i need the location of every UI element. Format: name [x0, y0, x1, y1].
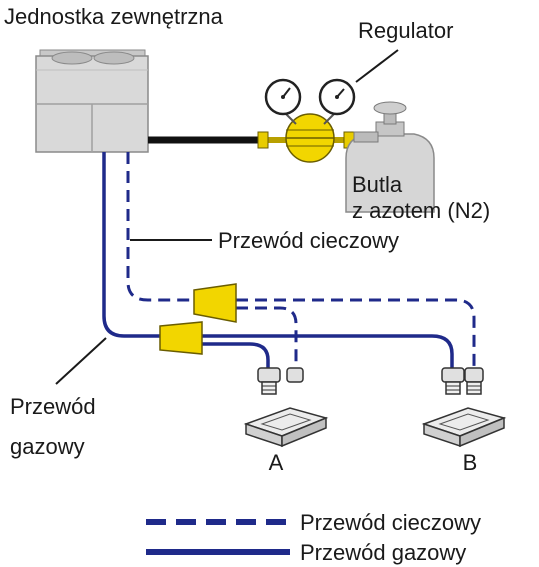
- cylinder-label-line1: Butla: [352, 172, 403, 197]
- outdoor-unit-label: Jednostka zewnętrzna: [4, 4, 224, 29]
- gas-pipe-label-line1: Przewód: [10, 394, 96, 419]
- gas-pipe-label-line2: gazowy: [10, 434, 85, 459]
- legend-label-liquid: Przewód cieczowy: [300, 510, 481, 535]
- legend: Przewód cieczowy Przewód gazowy: [146, 510, 481, 565]
- gas-pipe: [102, 152, 454, 370]
- right-pressure-gauge-icon: [318, 78, 356, 116]
- liquid-pipe: [126, 152, 476, 370]
- regulator-label: Regulator: [358, 18, 453, 43]
- liquid-pipe-label: Przewód cieczowy: [218, 228, 399, 253]
- cylinder-label-line2: z azotem (N2): [352, 198, 490, 223]
- indoor-unit-b: [421, 367, 507, 448]
- gas-branch-joint: [159, 321, 203, 355]
- nitrogen-cylinder: [345, 101, 435, 213]
- regulator: [257, 111, 356, 163]
- liquid-branch-joint: [193, 283, 237, 323]
- legend-label-gas: Przewód gazowy: [300, 540, 466, 565]
- indoor-unit-a: [243, 367, 329, 448]
- gas-pipe-leader: [55, 337, 107, 385]
- unit-b-label: B: [463, 450, 478, 475]
- left-pressure-gauge-icon: [264, 78, 302, 116]
- regulator-leader-line: [355, 49, 399, 83]
- unit-a-label: A: [269, 450, 284, 475]
- outdoor-unit: [35, 49, 149, 153]
